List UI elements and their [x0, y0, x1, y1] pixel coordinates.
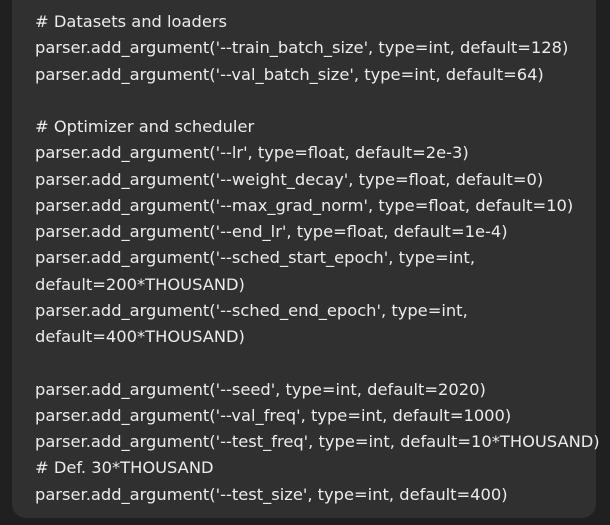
- code-line: parser.add_argument('--seed', type=int, …: [35, 379, 486, 399]
- code-line: parser.add_argument('--test_size', type=…: [35, 484, 508, 504]
- code-line: parser.add_argument('--end_lr', type=flo…: [35, 222, 508, 241]
- code-line: parser.add_argument('--sched_end_epoch',…: [35, 300, 468, 320]
- code-line: parser.add_argument('--train_batch_size'…: [35, 38, 569, 58]
- code-line: parser.add_argument('--sched_start_epoch…: [35, 248, 475, 268]
- code-line: parser.add_argument('--val_freq', type=i…: [35, 405, 512, 425]
- blank-line: [35, 88, 596, 114]
- code-line: parser.add_argument('--lr', type=float, …: [35, 143, 469, 163]
- code-comment: # Def. 30*THOUSAND: [35, 458, 214, 478]
- code-line: parser.add_argument('--test_freq', type=…: [35, 432, 600, 451]
- code-line: parser.add_argument('--max_grad_norm', t…: [35, 195, 574, 215]
- blank-line: [35, 350, 596, 376]
- code-line-continuation: default=400*THOUSAND): [35, 327, 245, 346]
- code-comment: # Datasets and loaders: [35, 12, 228, 31]
- code-line: parser.add_argument('--val_batch_size', …: [35, 64, 544, 84]
- code-line-continuation: default=200*THOUSAND): [35, 274, 245, 294]
- code-comment: # Optimizer and scheduler: [35, 117, 255, 136]
- code-line: parser.add_argument('--weight_decay', ty…: [35, 169, 544, 189]
- code-block: # Datasets and loaders parser.add_argume…: [12, 0, 600, 518]
